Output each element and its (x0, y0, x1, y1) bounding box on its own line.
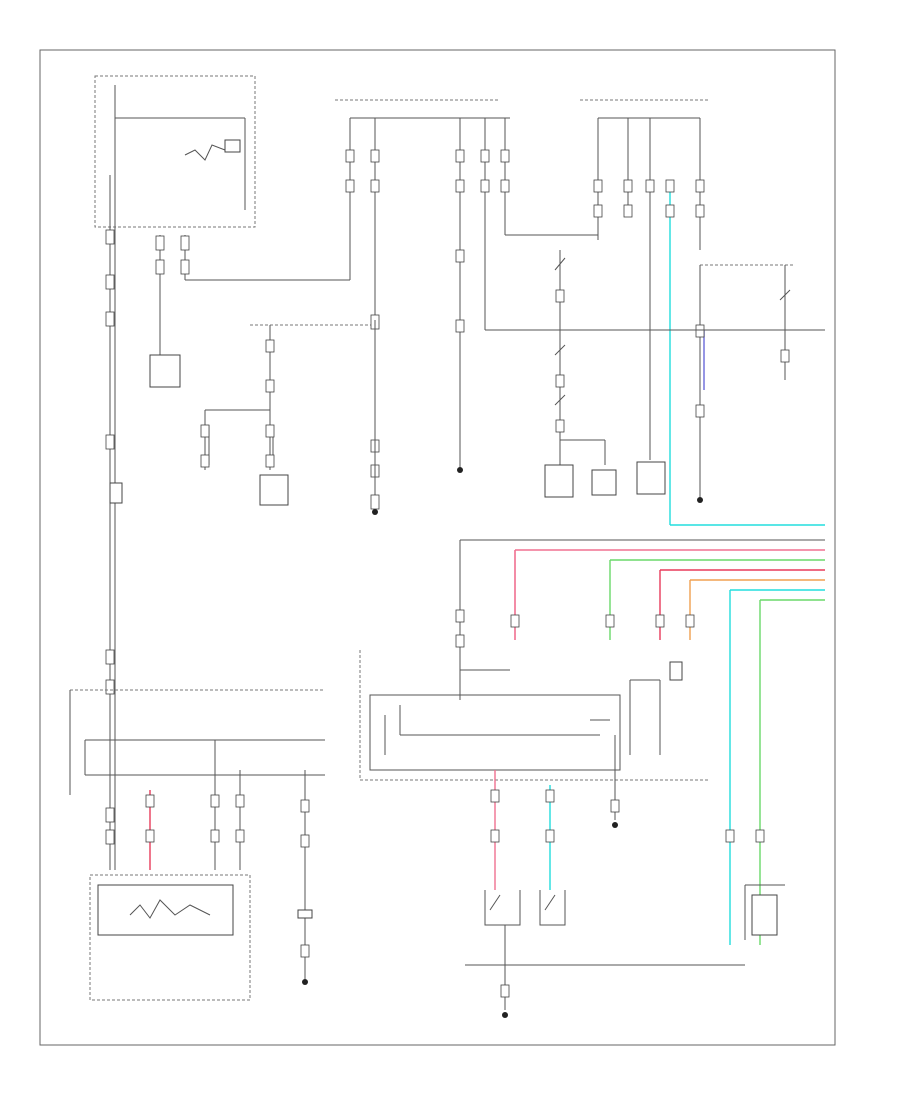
ground-column (297, 770, 313, 985)
power-unit-module (359, 650, 710, 828)
brake-switch (544, 250, 666, 498)
color-harness (455, 539, 825, 945)
relay-connectors (149, 235, 350, 388)
right-switch-area (485, 264, 825, 503)
top-center-connector (335, 99, 510, 473)
bottom-center-switches (465, 770, 745, 1018)
relay-control-module (94, 75, 256, 228)
combination-lamp-switch-module (69, 689, 325, 1001)
bottom-right-connector (725, 829, 785, 940)
diagram-frame (39, 49, 836, 1046)
left-main-wire (105, 175, 123, 870)
passenger-junction (505, 99, 710, 460)
brake-light-branch (200, 314, 380, 510)
misc-grounds (372, 509, 378, 515)
cyan-wire-top (665, 179, 825, 526)
